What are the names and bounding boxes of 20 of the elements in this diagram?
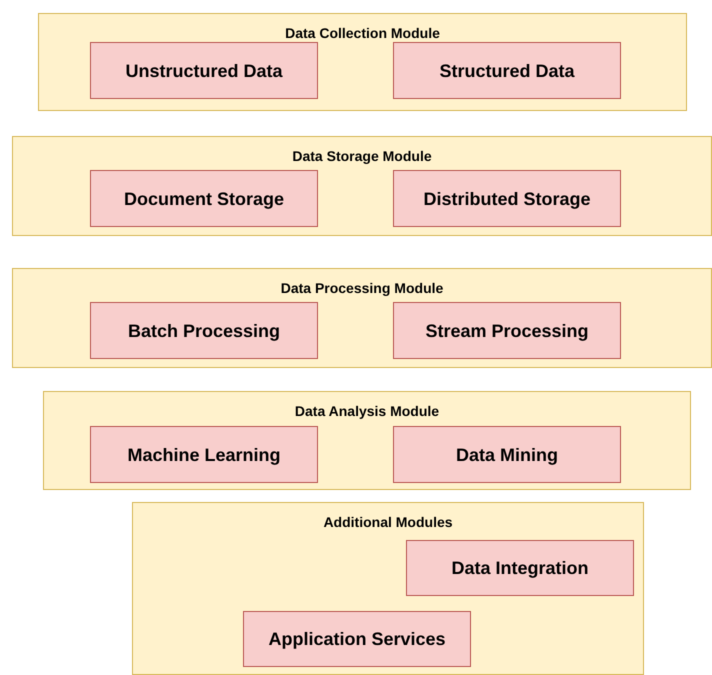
module-title: Data Analysis Module [294,402,440,420]
module-panel [43,391,691,490]
component-box: Application Services [243,611,471,667]
component-box: Structured Data [393,42,621,99]
component-box: Unstructured Data [90,42,318,99]
module-title: Additional Modules [322,513,454,531]
module-panel [38,13,687,111]
module-title: Data Storage Module [291,147,433,165]
component-box: Distributed Storage [393,170,621,227]
component-box: Stream Processing [393,302,621,359]
component-box: Batch Processing [90,302,318,359]
module-title: Data Processing Module [280,279,444,297]
module-panel [132,502,644,675]
module-title: Data Collection Module [284,24,441,42]
component-box: Machine Learning [90,426,318,483]
module-panel [12,268,712,368]
component-box: Data Mining [393,426,621,483]
component-box: Data Integration [406,540,634,596]
module-panel [12,136,712,236]
component-box: Document Storage [90,170,318,227]
